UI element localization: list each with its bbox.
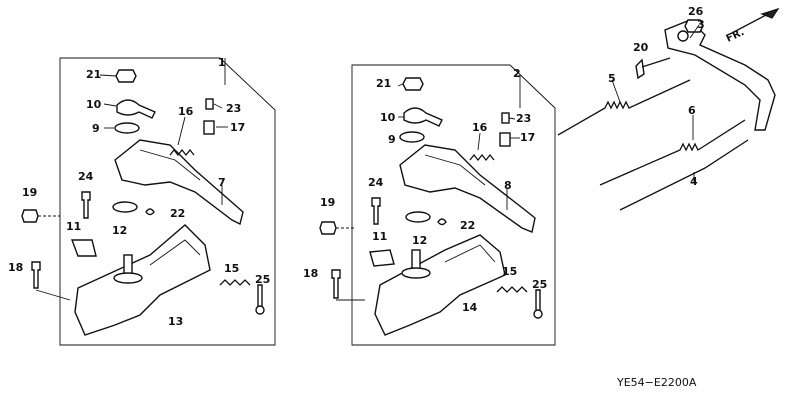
bolt-24 bbox=[81, 191, 91, 219]
callout-9: 9 bbox=[92, 122, 100, 135]
callout-21: 21 bbox=[86, 68, 101, 81]
callout-17: 17 bbox=[230, 121, 245, 134]
washer-12 bbox=[112, 201, 138, 213]
spring-16 bbox=[169, 148, 195, 157]
callout-20: 20 bbox=[633, 41, 649, 54]
callout-16: 16 bbox=[178, 105, 194, 118]
bolt-20 bbox=[635, 58, 645, 80]
callout-2: 2 bbox=[513, 67, 521, 80]
callout-16-b: 16 bbox=[472, 121, 488, 134]
callout-18-b: 18 bbox=[303, 267, 318, 280]
callout-23-b: 23 bbox=[516, 112, 531, 125]
bolt-23-b bbox=[501, 112, 510, 124]
bolt-24-b bbox=[371, 197, 381, 225]
callout-11-b: 11 bbox=[372, 230, 387, 243]
washer-9 bbox=[114, 122, 140, 134]
screw-25 bbox=[257, 284, 263, 309]
bolt-19 bbox=[21, 209, 39, 223]
callout-17-b: 17 bbox=[520, 131, 535, 144]
screw-25-b bbox=[535, 289, 541, 313]
spring-16-b bbox=[469, 153, 495, 162]
nut-21-b bbox=[402, 77, 424, 91]
washer-12-b bbox=[405, 211, 431, 223]
bolt-18-b bbox=[331, 269, 341, 299]
callout-12-b: 12 bbox=[412, 234, 427, 247]
spring-15-b bbox=[496, 286, 528, 293]
bracket-8 bbox=[399, 144, 536, 233]
callout-10: 10 bbox=[86, 98, 102, 111]
clip-11-b bbox=[369, 249, 395, 267]
callout-19-b: 19 bbox=[320, 196, 335, 209]
bolt-19-b bbox=[319, 221, 337, 235]
bracket-7 bbox=[114, 139, 244, 226]
clip-22-b bbox=[437, 218, 447, 226]
collar-17-b bbox=[499, 132, 511, 147]
callout-labels: 1 2 3 4 5 6 7 8 9 10 11 12 13 14 15 16 1… bbox=[8, 5, 705, 328]
callout-4: 4 bbox=[690, 175, 698, 188]
callout-11: 11 bbox=[66, 220, 81, 233]
callout-5: 5 bbox=[608, 72, 616, 85]
callout-22-b: 22 bbox=[460, 219, 475, 232]
callout-7: 7 bbox=[218, 176, 226, 189]
callout-22: 22 bbox=[170, 207, 185, 220]
nut-21 bbox=[115, 69, 137, 83]
clip-11 bbox=[70, 239, 97, 257]
collar-17 bbox=[203, 120, 215, 135]
callout-25: 25 bbox=[255, 273, 270, 286]
clip-22 bbox=[145, 208, 155, 216]
bushing-10 bbox=[116, 99, 156, 119]
spring-5 bbox=[557, 79, 691, 136]
callout-25-b: 25 bbox=[532, 278, 547, 291]
spring-6 bbox=[599, 119, 746, 186]
bolt-23 bbox=[205, 98, 214, 110]
callout-19: 19 bbox=[22, 186, 37, 199]
callout-24-b: 24 bbox=[368, 176, 384, 189]
callout-15-b: 15 bbox=[502, 265, 517, 278]
assembly-frame-right bbox=[351, 64, 556, 346]
callout-9-b: 9 bbox=[388, 133, 396, 146]
callout-10-b: 10 bbox=[380, 111, 396, 124]
callout-6: 6 bbox=[688, 104, 696, 117]
callout-15: 15 bbox=[224, 262, 239, 275]
callout-18: 18 bbox=[8, 261, 23, 274]
bolt-18 bbox=[31, 261, 41, 289]
callout-26: 26 bbox=[688, 5, 704, 18]
callout-3: 3 bbox=[697, 18, 705, 31]
callout-14: 14 bbox=[462, 301, 478, 314]
base-plate-14 bbox=[374, 234, 506, 336]
spring-15 bbox=[219, 279, 251, 286]
front-label: FR. bbox=[725, 27, 746, 45]
washer-9-b bbox=[399, 131, 425, 143]
base-plate-13 bbox=[74, 224, 211, 336]
callout-12: 12 bbox=[112, 224, 127, 237]
callout-13: 13 bbox=[168, 315, 183, 328]
part-code: YE54−E2200A bbox=[616, 376, 697, 389]
bushing-10-b bbox=[403, 107, 443, 127]
lever-3 bbox=[664, 19, 776, 131]
nut-26 bbox=[684, 19, 704, 33]
front-arrow-icon bbox=[729, 7, 780, 35]
callout-8: 8 bbox=[504, 179, 512, 192]
callout-21-b: 21 bbox=[376, 77, 391, 90]
callout-24: 24 bbox=[78, 170, 94, 183]
callout-23: 23 bbox=[226, 102, 241, 115]
rod-4 bbox=[619, 139, 749, 211]
callout-1: 1 bbox=[218, 56, 226, 69]
